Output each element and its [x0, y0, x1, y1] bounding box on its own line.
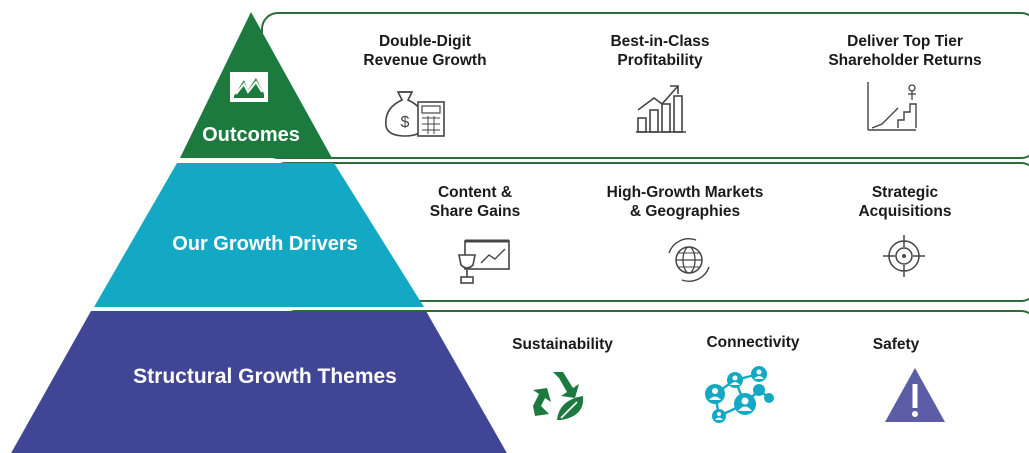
stairs-chart-icon: [867, 82, 917, 131]
drivers-tier-title: Our Growth Drivers: [172, 233, 358, 255]
themes-tier-title: Structural Growth Themes: [133, 365, 397, 388]
bar-growth-chart-icon: [636, 85, 686, 133]
target-icon: [883, 235, 925, 277]
theme-label-connectivity: Connectivity: [706, 334, 800, 351]
warning-triangle-icon: [885, 368, 945, 422]
network-people-icon: [705, 366, 774, 423]
themes-tier: [11, 311, 507, 453]
svg-text:$: $: [401, 114, 410, 131]
company-logo-icon: [230, 72, 268, 102]
outcomes-tier-title: Outcomes: [202, 124, 300, 146]
outcome-label-profitability: Best-in-Class Profitability: [610, 33, 710, 69]
driver-label-content-share: Content & Share Gains: [429, 184, 521, 220]
money-bag-calculator-icon: $: [385, 91, 445, 137]
driver-label-markets: High-Growth Markets & Geographies: [606, 184, 764, 220]
driver-label-acquisitions: Strategic Acquisitions: [858, 184, 952, 220]
drivers-tier: [94, 163, 424, 307]
recycle-leaf-icon: [533, 372, 584, 420]
globe-cycle-icon: [668, 238, 710, 282]
outcome-label-revenue: Double-Digit Revenue Growth: [363, 33, 487, 69]
theme-label-safety: Safety: [872, 336, 920, 353]
outcome-label-shareholder: Deliver Top Tier Shareholder Returns: [828, 33, 982, 69]
theme-label-sustainability: Sustainability: [512, 336, 613, 353]
trophy-presentation-icon: [458, 239, 510, 284]
